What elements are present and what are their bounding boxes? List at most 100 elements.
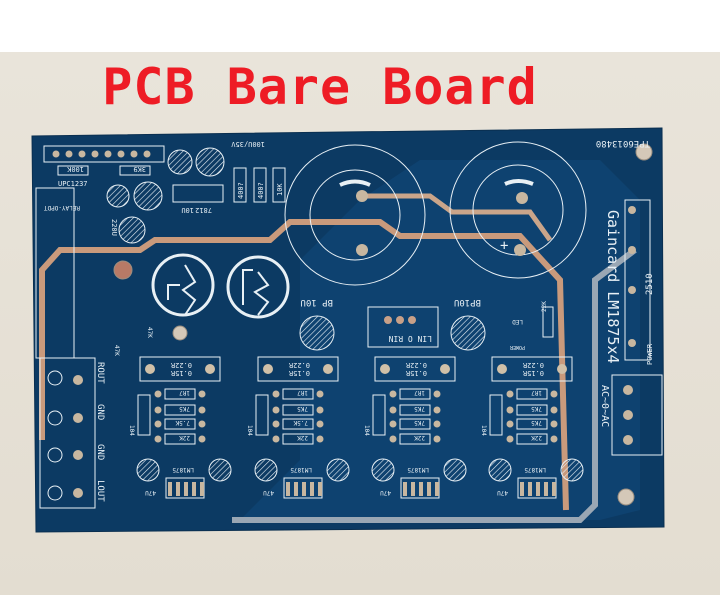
power-connector-outline [624,199,651,361]
label-r6: 22K [179,434,190,441]
label-r5: 7K5 [531,419,542,426]
label-rout: ROUT [95,362,105,384]
input-connector [367,306,439,348]
capacitor-47u [371,458,395,482]
page-title: PCB Bare Board [102,58,538,116]
label-resistor-a: 400? [237,182,245,199]
capacitor-small [133,181,163,211]
label-22k: 22K [541,301,548,312]
label-ac: AC~0~AC [599,385,610,427]
label-10u: 10U [181,206,194,214]
capacitor-47u [326,458,350,482]
capacitor-47u [208,458,232,482]
capacitor-bp-left [299,315,335,351]
label-r6: 22K [414,434,425,441]
shunt-resistor-outline [374,356,456,382]
label-r4: 7K5 [179,405,190,412]
label-r6: 22K [297,434,308,441]
label-led: LED [512,318,523,325]
label-10k: 10K [276,183,284,196]
capacitor-47u [254,458,278,482]
resistor-outline [253,167,267,203]
label-r4: 7K5 [297,405,308,412]
resistor-outline [272,167,286,203]
label-47k-a: 47K [146,327,153,338]
label-r1: 0.15R [170,369,192,377]
power-pins [628,206,636,347]
svg-text:+: + [500,238,508,254]
label-104: 104 [246,425,253,436]
label-3k9: 3K9 [133,165,146,173]
label-power-led: POWER [509,344,525,350]
label-power: POWER [646,343,654,365]
terminal-screws [47,370,63,501]
capacitor-47u [560,458,584,482]
label-r1: 0.15R [522,369,544,377]
resistor-outline [119,165,151,176]
capacitor-47u [136,458,160,482]
label-bp10u-left: BP 10U [300,297,333,307]
regulator-outline [172,184,224,203]
label-input: LIN O RIN [388,334,432,343]
label-upc1237: UPC1237 [58,180,88,188]
label-r3: 1R7 [179,389,190,396]
label-bp10u-right: BP10U [454,297,481,307]
label-r2: 0.22R [170,361,192,369]
label-resistor-b: 400? [257,182,265,199]
copper-pour [240,160,640,520]
label-relay: RELAY-OPDT [43,204,80,211]
label-r1: 0.15R [288,369,310,377]
label-47u: 47U [380,489,391,496]
resistor-outline [57,165,89,176]
label-r6: 22K [531,434,542,441]
capacitor-small [195,147,225,177]
resistor-22k [542,306,554,338]
power-trace-2 [362,193,553,242]
label-r2: 0.22R [288,361,310,369]
resistor-outline [233,167,247,203]
label-2510: 2510 [645,273,655,295]
label-47u: 47U [145,489,156,496]
label-r5: 7.5K [293,419,308,426]
label-lout: LOUT [95,480,105,502]
shunt-resistor-outline [257,356,339,382]
label-lm1875: LM1875 [524,466,546,473]
label-r3: 1R7 [297,389,308,396]
capacitor-small [106,184,130,208]
label-104: 104 [480,425,487,436]
label-r3: 1R7 [531,389,542,396]
capacitor-small [167,149,193,175]
capacitor-large-left [284,144,426,286]
amplifier-sections: 0.15R0.22R1R77K57.5K22K10447ULM18750.15R… [128,356,584,499]
pin-header [43,145,165,163]
label-r3: 1R7 [414,389,425,396]
label-lm1875: LM1875 [172,466,194,473]
label-r5: 7K5 [414,419,425,426]
label-r2: 0.22R [405,361,427,369]
capacitor-220u [118,216,146,244]
label-r1: 0.15R [405,369,427,377]
label-lm1875: LM1875 [290,466,312,473]
mounting-holes [113,143,653,506]
label-100u35v: 100U/35V [230,140,265,148]
shunt-resistor-outline [491,356,573,382]
label-100k: 100K [66,165,84,173]
header-pins [52,150,151,158]
label-r4: 7K5 [414,405,425,412]
label-7812: 7812 [195,206,212,214]
capacitor-47u [443,458,467,482]
capacitor-47u [488,458,512,482]
label-47u: 47U [263,489,274,496]
label-104: 104 [363,425,370,436]
label-47k-b: 47K [113,345,120,356]
label-220u: 220U [110,219,118,236]
rectifier-left [151,253,215,317]
ac-terminal-outline [611,374,663,456]
board-name: Gaincard LM1875x4 [604,210,622,364]
rectifier-right [226,255,290,319]
